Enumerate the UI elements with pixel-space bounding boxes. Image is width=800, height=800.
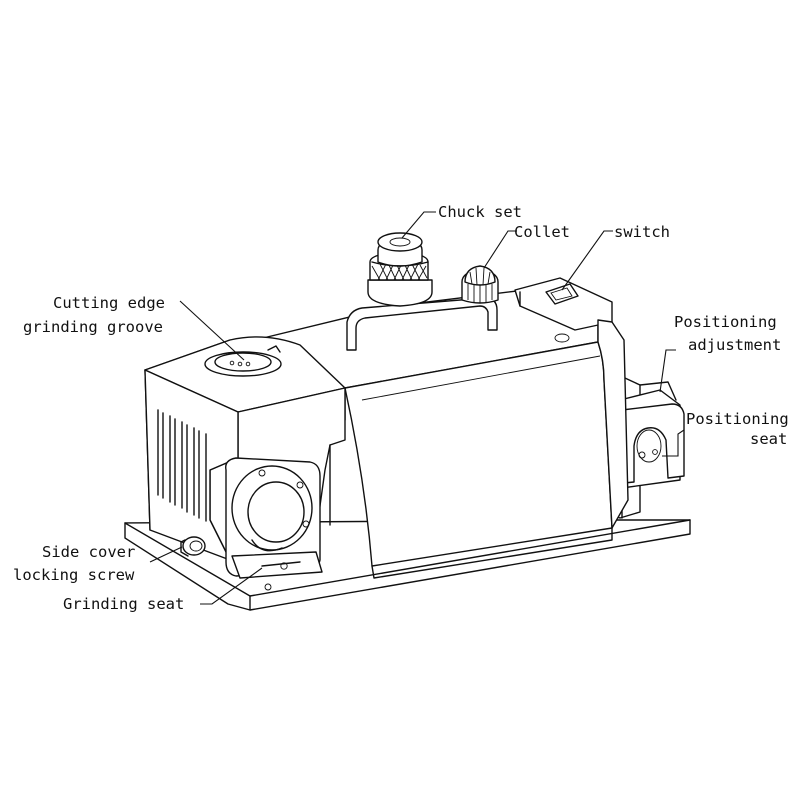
chuck-set: [367, 232, 433, 307]
collet: [461, 265, 499, 304]
main-housing: [254, 277, 629, 579]
grinding-seat: [225, 457, 323, 579]
label-grinding-seat: Grinding seat: [63, 595, 184, 613]
label-side-cover-line2: locking screw: [13, 566, 135, 584]
label-positioning-adjustment-line1: Positioning: [674, 313, 777, 331]
callout-labels: Chuck set Collet switch Cutting edge gri…: [13, 203, 789, 613]
label-positioning-adjustment-line2: adjustment: [688, 336, 781, 354]
label-positioning-seat-line2: seat: [750, 430, 787, 448]
label-side-cover-line1: Side cover: [42, 543, 135, 561]
label-switch: switch: [614, 223, 670, 241]
label-collet: Collet: [514, 223, 570, 241]
label-positioning-seat-line1: Positioning: [686, 410, 789, 428]
chuck-knurling: [371, 262, 428, 281]
carry-handle: [346, 297, 498, 351]
cutting-edge-grinding-groove: [204, 345, 282, 377]
label-cutting-edge-line1: Cutting edge: [53, 294, 165, 312]
label-cutting-edge-line2: grinding groove: [23, 318, 163, 336]
side-cover-locking-screw: [180, 536, 206, 557]
leader-lines: [149, 211, 685, 605]
cooling-vents: [157, 409, 207, 522]
label-chuck-set: Chuck set: [438, 203, 522, 221]
